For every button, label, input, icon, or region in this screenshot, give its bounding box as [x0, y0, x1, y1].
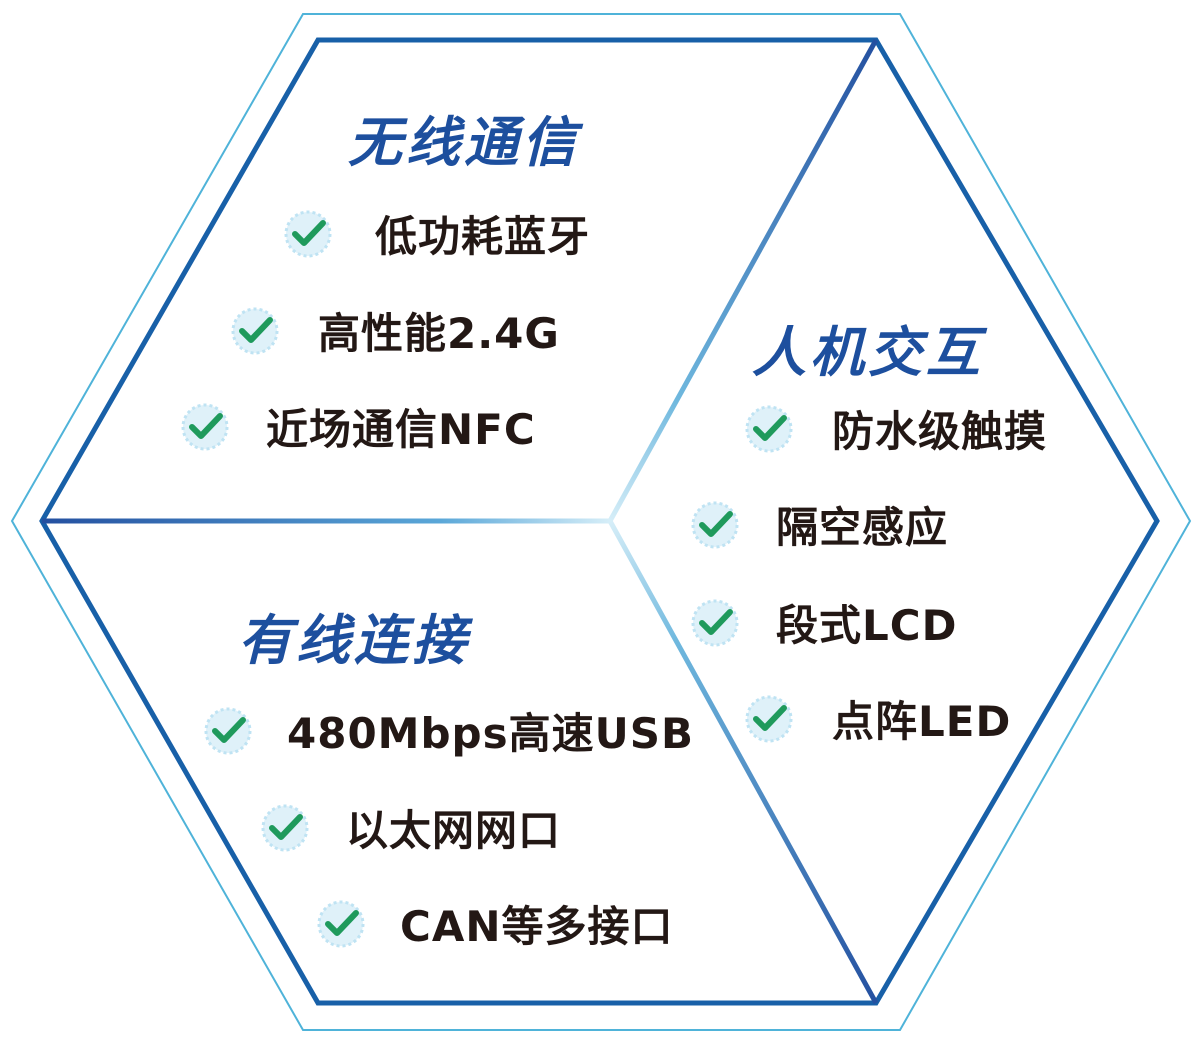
item-label: 以太网网口: [346, 806, 562, 855]
item-label: 480Mbps高速USB: [287, 709, 694, 758]
wireless-item-nfc: 近场通信NFC: [180, 396, 536, 457]
outer-hexagon-border: [10, 13, 1192, 1031]
check-circle-icon: [181, 403, 229, 450]
wired-item-ethernet: 以太网网口: [260, 797, 561, 858]
item-label: 段式LCD: [776, 601, 958, 650]
hmi-item-led: 点阵LED: [744, 688, 1011, 749]
item-label: CAN等多接口: [400, 902, 674, 951]
item-label: 高性能2.4G: [318, 309, 560, 358]
item-label: 防水级触摸: [832, 407, 1048, 456]
check-circle-icon: [745, 695, 793, 742]
section-title-wired: 有线连接: [238, 609, 470, 672]
item-label: 点阵LED: [832, 697, 1012, 746]
check-circle-icon: [204, 707, 252, 754]
item-label: 低功耗蓝牙: [375, 212, 591, 261]
check-circle-icon: [284, 210, 332, 257]
wired-item-usb: 480Mbps高速USB: [203, 700, 694, 761]
section-title-hmi: 人机交互: [752, 321, 984, 384]
item-label: 近场通信NFC: [266, 405, 536, 454]
section-title-wireless: 无线通信: [348, 111, 580, 174]
wired-item-can: CAN等多接口: [316, 893, 673, 954]
wireless-item-ble: 低功耗蓝牙: [283, 203, 590, 264]
hmi-item-gesture: 隔空感应: [690, 494, 948, 555]
hmi-item-lcd: 段式LCD: [690, 592, 957, 653]
check-circle-icon: [231, 307, 279, 354]
check-circle-icon: [317, 900, 365, 947]
check-circle-icon: [261, 804, 309, 851]
check-circle-icon: [745, 405, 793, 452]
check-circle-icon: [691, 599, 739, 646]
item-label: 隔空感应: [776, 503, 949, 552]
check-circle-icon: [691, 501, 739, 548]
wireless-item-2g4: 高性能2.4G: [230, 300, 560, 361]
hmi-item-touch: 防水级触摸: [744, 398, 1047, 459]
divider-lower: [607, 519, 879, 1005]
divider-upper: [607, 38, 879, 523]
